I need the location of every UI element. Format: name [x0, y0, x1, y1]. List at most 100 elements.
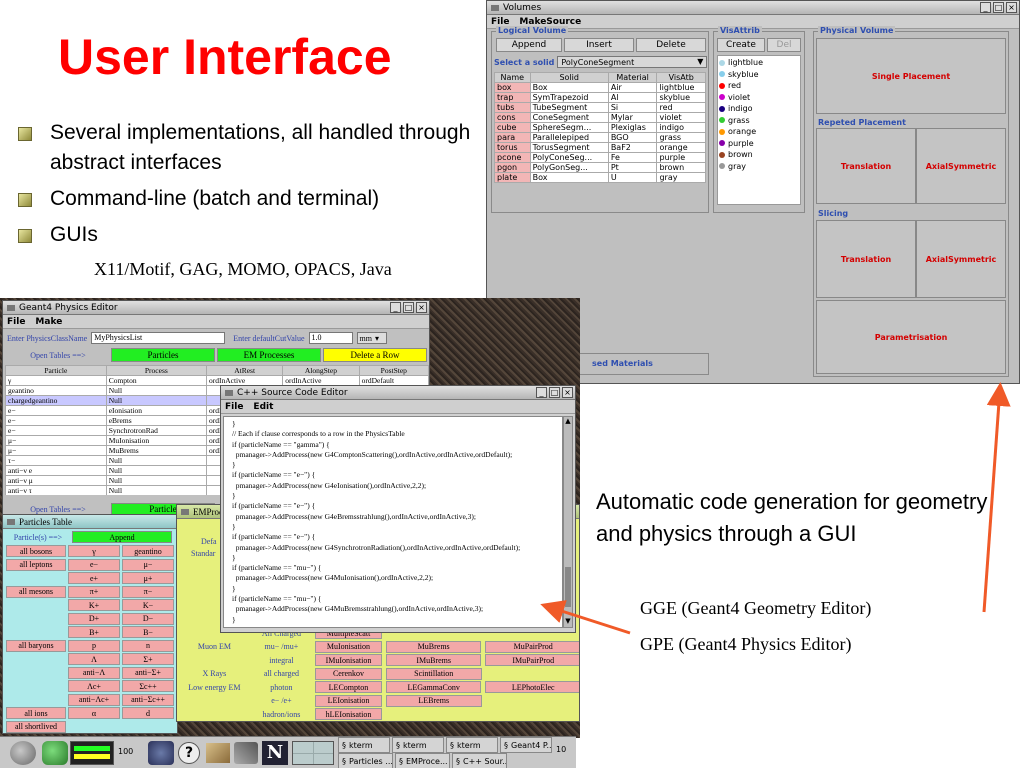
table-cell[interactable]: red	[656, 102, 706, 113]
table-cell[interactable]: anti−ν e	[5, 465, 107, 476]
window-menu-icon[interactable]	[7, 304, 15, 311]
em-cell[interactable]: LEGammaConv	[385, 681, 482, 693]
table-cell[interactable]: Air	[607, 82, 658, 93]
table-cell[interactable]: ConeSegment	[529, 112, 609, 123]
table-cell[interactable]: indigo	[656, 122, 706, 133]
table-cell[interactable]: Mylar	[607, 112, 658, 123]
slicing-axial-button[interactable]: AxialSymmetric	[916, 220, 1006, 298]
task-button[interactable]: §C++ Sour...	[452, 753, 507, 768]
close-icon[interactable]: ×	[1006, 2, 1017, 13]
table-cell[interactable]: e−	[5, 415, 107, 426]
list-item[interactable]: violet	[719, 92, 799, 104]
list-item[interactable]: brown	[719, 149, 799, 161]
table-cell[interactable]: Parallelepiped	[529, 132, 609, 143]
axial-symmetric-button[interactable]: AxialSymmetric	[916, 128, 1006, 204]
table-cell[interactable]: orange	[656, 142, 706, 153]
pager-cell[interactable]	[293, 753, 313, 764]
table-cell[interactable]: Null	[105, 465, 207, 476]
task-button[interactable]: §EMProce...	[395, 753, 450, 768]
table-cell[interactable]: Fe	[607, 152, 658, 163]
tools-icon[interactable]	[234, 742, 258, 764]
particle-cell[interactable]: e+	[68, 572, 120, 584]
table-cell[interactable]: purple	[656, 152, 706, 163]
task-button[interactable]: §Particles ...	[338, 753, 393, 768]
particle-cell[interactable]: all bosons	[6, 545, 66, 557]
table-cell[interactable]: μ−	[5, 435, 107, 446]
minimize-icon[interactable]: _	[536, 387, 547, 398]
table-cell[interactable]: trap	[494, 92, 531, 103]
particle-cell[interactable]: B−	[122, 626, 174, 638]
task-button[interactable]: §Geant4 P...	[500, 737, 552, 753]
particle-cell[interactable]: anti−Σc++	[122, 693, 174, 706]
table-cell[interactable]: Pt	[607, 162, 658, 173]
delete-row-button[interactable]: Delete a Row	[323, 348, 427, 362]
col-atrest[interactable]: AtRest	[205, 365, 284, 376]
table-cell[interactable]: tubs	[494, 102, 531, 113]
maximize-icon[interactable]: □	[403, 302, 414, 313]
menu-makesource[interactable]: MakeSource	[519, 16, 582, 27]
minimize-icon[interactable]: _	[390, 302, 401, 313]
table-cell[interactable]: plate	[494, 172, 531, 183]
particle-cell[interactable]: d	[122, 707, 174, 719]
maximize-icon[interactable]: □	[549, 387, 560, 398]
table-cell[interactable]: Al	[607, 92, 658, 103]
col-alongstep[interactable]: AlongStep	[282, 365, 360, 376]
col-poststep[interactable]: PostStep	[358, 365, 429, 376]
table-cell[interactable]: pcone	[494, 152, 531, 163]
delete-button[interactable]: Delete	[636, 38, 706, 52]
list-item[interactable]: indigo	[719, 103, 799, 115]
particle-cell[interactable]: B+	[68, 626, 120, 638]
table-cell[interactable]: violet	[656, 112, 706, 123]
table-cell[interactable]: BaF2	[607, 142, 658, 153]
particle-cell[interactable]: K−	[122, 599, 174, 611]
code-scrollbar[interactable]: ▲ ▼	[563, 416, 573, 628]
append-particle-button[interactable]: Append	[72, 531, 172, 543]
package-icon[interactable]	[206, 743, 230, 763]
table-cell[interactable]: BGO	[607, 132, 658, 143]
em-cell[interactable]: Scintillation	[385, 667, 482, 680]
table-cell[interactable]: SphereSegm...	[529, 122, 609, 133]
table-cell[interactable]: cube	[494, 122, 531, 133]
em-cell[interactable]: MuPairProd	[485, 640, 579, 653]
table-cell[interactable]: ordInActive	[205, 375, 284, 386]
table-cell[interactable]: SymTrapezoid	[529, 92, 609, 103]
pager-cell[interactable]	[313, 742, 333, 753]
em-cell[interactable]: IMuPairProd	[485, 654, 579, 666]
table-cell[interactable]: MuBrems	[105, 445, 207, 456]
table-cell[interactable]: Null	[105, 475, 207, 486]
particle-cell[interactable]: μ+	[122, 572, 174, 584]
table-cell[interactable]: PolyConeSeg...	[529, 152, 609, 163]
table-cell[interactable]: Null	[105, 485, 207, 495]
table-cell[interactable]: PolyGonSeg...	[529, 162, 609, 173]
em-cell[interactable]: hLEIonisation	[315, 708, 382, 720]
em-cell[interactable]: LEIonisation	[315, 694, 382, 707]
table-cell[interactable]: Si	[607, 102, 658, 113]
table-cell[interactable]: γ	[5, 375, 107, 386]
particle-cell[interactable]: π+	[68, 585, 120, 598]
table-cell[interactable]: anti−ν τ	[5, 485, 107, 495]
table-cell[interactable]: anti−ν μ	[5, 475, 107, 486]
table-cell[interactable]: Null	[105, 385, 207, 396]
netscape-icon[interactable]: N	[262, 741, 288, 765]
slicing-translation-button[interactable]: Translation	[816, 220, 916, 298]
table-cell[interactable]: MuIonisation	[105, 435, 207, 446]
table-cell[interactable]: para	[494, 132, 531, 143]
particle-cell[interactable]: all baryons	[6, 639, 66, 652]
em-cell[interactable]: MuIonisation	[315, 640, 382, 653]
particle-cell[interactable]: anti−Λc+	[68, 693, 120, 706]
table-cell[interactable]: Plexiglas	[607, 122, 658, 133]
table-cell[interactable]: Box	[529, 82, 609, 93]
particle-cell[interactable]: γ	[68, 545, 120, 557]
em-cell[interactable]: LEPhotoElec	[485, 681, 579, 693]
particle-cell[interactable]: K+	[68, 599, 120, 611]
table-cell[interactable]: e−	[5, 425, 107, 436]
